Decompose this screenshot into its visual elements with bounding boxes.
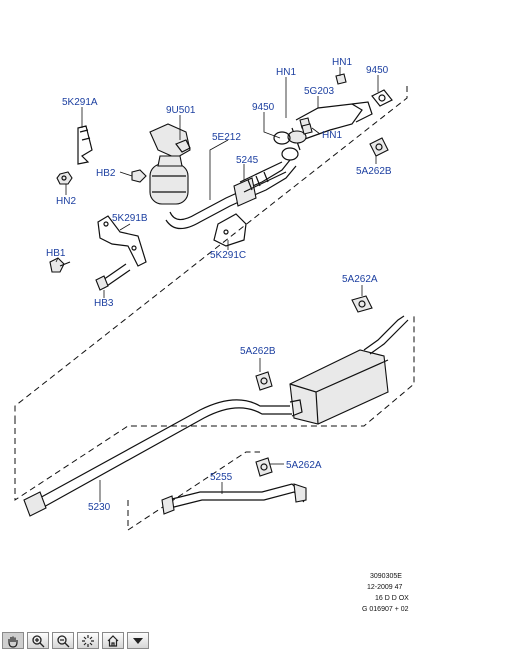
reference-line-2: 12-2009 47 — [367, 584, 403, 591]
bracket-5k291b — [97, 215, 147, 267]
center-pipe-5230 — [23, 399, 303, 517]
label-5a262b-lower: 5A262B — [240, 346, 276, 357]
dropdown-arrow-icon — [133, 637, 143, 644]
select-button[interactable] — [77, 632, 99, 649]
reference-line-3: 16 D D OX — [375, 595, 409, 602]
nut-hn1-a — [335, 73, 347, 85]
mount-5a262b-upper — [369, 137, 389, 157]
upper-assembly-outline — [14, 86, 408, 418]
tailpipe-5255 — [161, 483, 307, 515]
bolt-hb2 — [131, 169, 147, 183]
label-hb1: HB1 — [46, 248, 66, 259]
zoom-in-icon — [32, 634, 45, 647]
zoom-out-icon — [57, 634, 70, 647]
catalytic-converter-9u501 — [149, 123, 191, 205]
label-5k291a: 5K291A — [62, 97, 98, 108]
pan-hand-icon — [8, 636, 18, 648]
pointer-icon — [82, 634, 94, 647]
bolt-hb3 — [95, 263, 131, 291]
leader-lines — [55, 67, 379, 502]
nut-hn2 — [56, 171, 73, 185]
label-hn1-b: HN1 — [322, 130, 342, 141]
mount-5a262a-upper — [351, 295, 373, 313]
gasket-9450-a — [371, 89, 393, 107]
rear-muffler — [289, 315, 409, 425]
gasket-9450-b — [273, 131, 299, 161]
nut-hn1-b — [299, 117, 313, 135]
reference-line-4: G 016907 + 02 — [362, 606, 409, 613]
label-5k291c: 5K291C — [210, 250, 246, 261]
label-5g203: 5G203 — [304, 86, 334, 97]
reference-line-1: 3090305E — [370, 573, 402, 580]
label-5a262a-lower: 5A262A — [286, 460, 322, 471]
label-hn1-top: HN1 — [276, 67, 296, 78]
lower-assembly-outline — [14, 314, 415, 501]
home-icon — [107, 634, 119, 647]
flex-pipe-5245 — [239, 161, 287, 193]
zoom-in-button[interactable] — [27, 632, 49, 649]
pan-button[interactable] — [2, 632, 24, 649]
viewer-toolbar — [0, 631, 149, 650]
mount-5a262a-lower — [255, 457, 273, 477]
zoom-out-button[interactable] — [52, 632, 74, 649]
label-5245: 5245 — [236, 155, 259, 166]
front-pipe-5g203 — [287, 101, 373, 151]
label-9450-b: 9450 — [252, 102, 275, 113]
label-hn2: HN2 — [56, 196, 76, 207]
mount-5a262b-lower — [255, 371, 273, 391]
exhaust-system-diagram: HN1 9450 HN1 5K291A 9U501 5G203 9450 HN1… — [14, 57, 415, 613]
reference-block: 3090305E 12-2009 47 16 D D OX G 016907 +… — [362, 573, 409, 613]
label-hb2: HB2 — [96, 168, 116, 179]
bracket-5k291c — [213, 213, 247, 247]
label-5e212: 5E212 — [212, 132, 241, 143]
label-5255: 5255 — [210, 472, 233, 483]
label-hb3: HB3 — [94, 298, 114, 309]
bolt-hb1 — [49, 257, 71, 273]
label-5230: 5230 — [88, 502, 111, 513]
tailpipe-outline — [127, 451, 260, 531]
label-5a262b-upper: 5A262B — [356, 166, 392, 177]
label-9450-a: 9450 — [366, 65, 389, 76]
label-9u501: 9U501 — [166, 105, 196, 116]
label-hn1-a: HN1 — [332, 57, 352, 68]
label-5k291b: 5K291B — [112, 213, 148, 224]
home-button[interactable] — [102, 632, 124, 649]
bracket-5k291a — [77, 125, 93, 165]
more-options-button[interactable] — [127, 632, 149, 649]
label-5a262a-upper: 5A262A — [342, 274, 378, 285]
